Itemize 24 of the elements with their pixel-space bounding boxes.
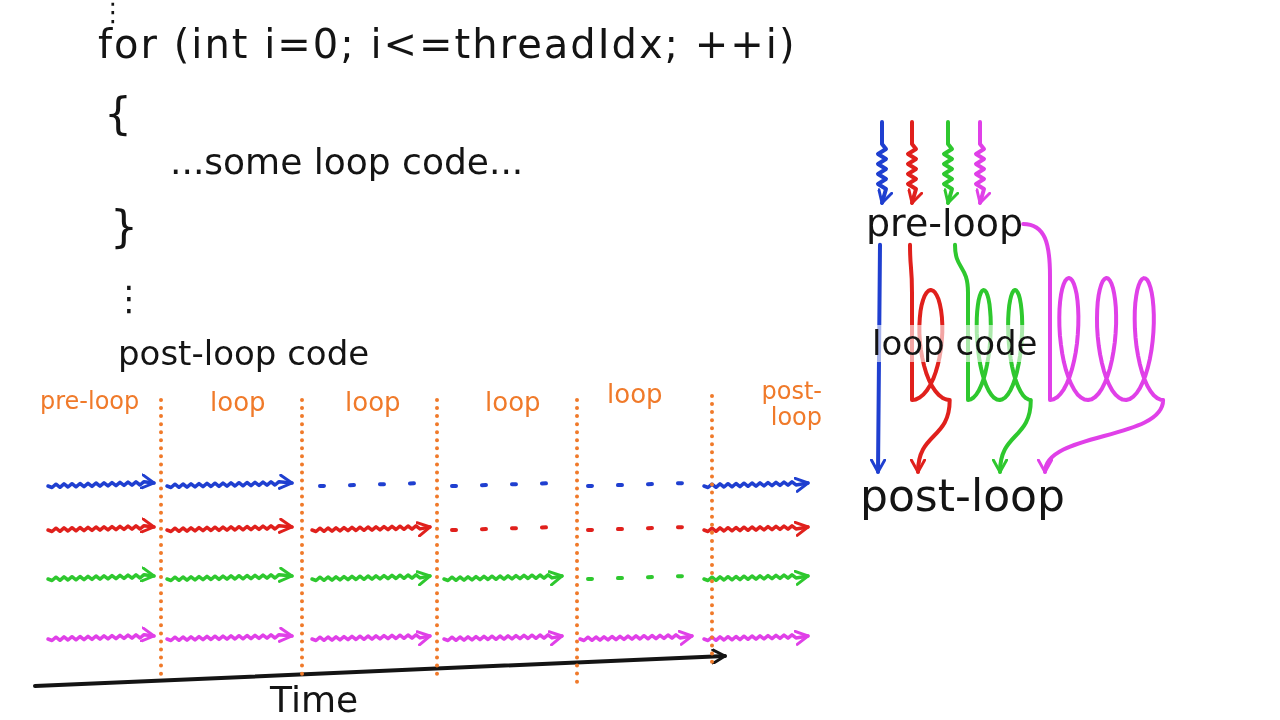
vertical-ellipsis: ⋮ <box>100 0 126 27</box>
code-line: post-loop code <box>118 335 370 373</box>
arrow <box>953 242 1033 474</box>
arrow <box>974 120 992 205</box>
arrow <box>876 120 894 205</box>
phase-label: post-loop <box>760 378 822 431</box>
step-label: pre-loop <box>866 203 1024 245</box>
phase-label: loop <box>345 388 401 417</box>
code-brace: } <box>110 203 138 252</box>
phase-label: loop <box>607 380 663 409</box>
arrow <box>869 242 887 474</box>
arrow <box>942 120 960 205</box>
step-label: post-loop <box>860 472 1065 521</box>
code-brace: { <box>104 90 132 139</box>
code-line: ...some loop code... <box>170 142 524 182</box>
text-label: loop code <box>872 325 1038 363</box>
vertical-ellipsis: ⋮ <box>112 280 146 318</box>
phase-label: pre-loop <box>40 388 140 415</box>
axis-label: Time <box>270 680 359 720</box>
phase-label: loop <box>210 388 266 417</box>
phase-label: loop <box>485 388 541 417</box>
arrow <box>906 120 924 205</box>
arrow <box>908 242 952 474</box>
arrow <box>1021 221 1166 474</box>
